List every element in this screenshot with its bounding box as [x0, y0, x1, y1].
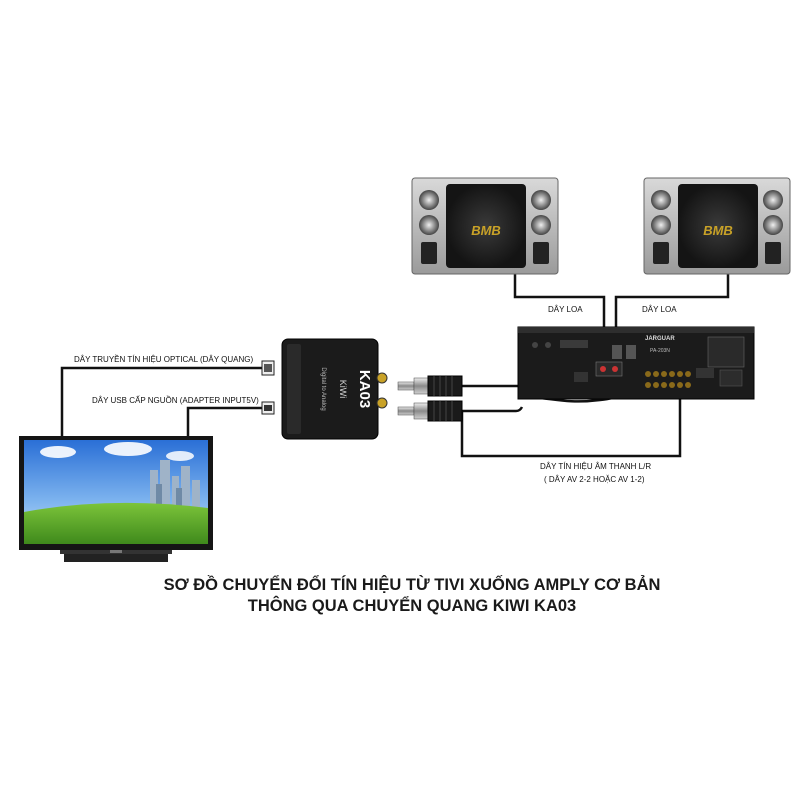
title-line-2: THÔNG QUA CHUYỂN QUANG KIWI KA03: [248, 596, 577, 615]
usb-power-wire-label: DÂY USB CẤP NGUỒN (ADAPTER INPUT5V): [92, 395, 259, 405]
rca-plugs: [397, 375, 463, 422]
speaker-right: BMB: [643, 177, 791, 275]
audio-wire-label-line1: DÂY TÍN HIỆU ÂM THANH L/R: [540, 462, 651, 471]
speaker-wire-right-label: DÂY LOA: [642, 305, 677, 314]
diagram-title: SƠ ĐỒ CHUYỂN ĐỔI TÍN HIỆU TỪ TIVI XUỐNG …: [164, 574, 661, 615]
title-line-1: SƠ ĐỒ CHUYỂN ĐỔI TÍN HIỆU TỪ TIVI XUỐNG …: [164, 574, 661, 594]
amplifier-brand: JARGUAR: [645, 336, 675, 342]
optical-wire: [60, 366, 262, 438]
speaker-left: BMB: [411, 177, 559, 275]
amplifier-model: PA-203N: [650, 348, 670, 354]
speaker-wire-left-label: DÂY LOA: [548, 305, 583, 314]
converter-model: KA03: [356, 370, 373, 408]
optical-wire-label: DÂY TRUYỀN TÍN HIỆU OPTICAL (DÂY QUANG): [74, 354, 253, 364]
converter-ka03: KA03 KiWi Digital to Analog: [261, 338, 388, 440]
speaker-left-logo: BMB: [471, 223, 501, 238]
speaker-right-logo: BMB: [703, 223, 733, 238]
television: [19, 436, 213, 562]
usb-power-wire: [186, 406, 262, 438]
labels: DÂY LOA DÂY LOA DÂY TRUYỀN TÍN HIỆU OPTI…: [74, 305, 677, 484]
amplifier: JARGUAR PA-203N: [517, 326, 755, 400]
converter-side-text: Digital to Analog: [320, 367, 326, 410]
audio-wire-down-left: [460, 395, 682, 458]
audio-wire-label-line2: ( DÂY AV 2-2 HOẶC AV 1-2): [544, 475, 645, 484]
audio-wire-bottom: [462, 406, 524, 413]
rca-plug-top: [397, 375, 463, 397]
converter-brand: KiWi: [338, 380, 348, 399]
rca-plug-bottom: [397, 400, 463, 422]
